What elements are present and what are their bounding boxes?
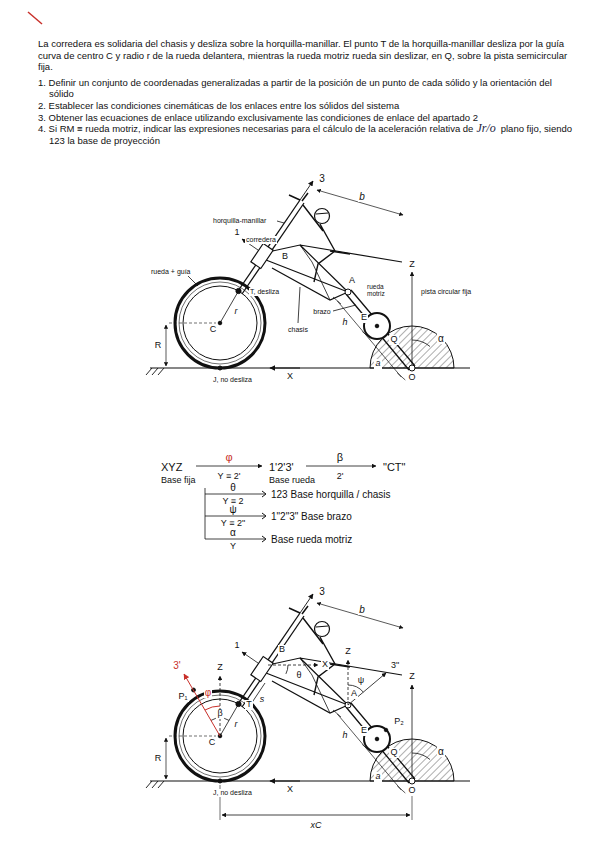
point-label: P₂ (393, 717, 405, 727)
question-item: 4. Si RM ≡ rueda motriz, indicar las exp… (38, 123, 578, 146)
dimension-label: a (374, 772, 381, 782)
angle-label: θ (229, 482, 237, 493)
dimension-label: h (341, 731, 348, 741)
angle-label: β (336, 451, 344, 463)
axis-label: 2' (336, 472, 345, 482)
point-label: E (360, 726, 368, 736)
base-label: 1'2'3' (268, 461, 295, 473)
dimension-label: b (358, 604, 366, 615)
point-label: J, no desliza (212, 376, 253, 384)
handwritten-note: Jr/o (476, 121, 495, 135)
angle-label: θ (295, 671, 302, 681)
point-label: J, no desliza (212, 789, 253, 797)
angle-label: φ (204, 687, 212, 698)
dimension-label: a (374, 359, 381, 369)
dimension-label: b (358, 191, 366, 202)
point-label: Q (389, 335, 398, 345)
point-label: A (348, 276, 356, 286)
dimension-label: r (234, 720, 239, 730)
point-label: C (209, 325, 218, 335)
base-label: "CT" (382, 461, 406, 473)
point-label: Q (389, 748, 398, 758)
angle-label: α (437, 333, 445, 344)
point-label: B (281, 252, 289, 262)
statement-paragraph: La corredera es solidaria del chasis y d… (38, 38, 578, 73)
angle-label: φ (224, 451, 233, 463)
part-label: horquilla-manillar (212, 217, 267, 225)
axis-label: 1 (233, 228, 240, 238)
point-label: B (278, 645, 286, 655)
dimension-label: s (259, 695, 266, 705)
axis-label: 1 (233, 641, 240, 651)
part-label: corredera (245, 236, 277, 244)
point-label: E (360, 313, 368, 323)
dimension-label: xC (310, 821, 323, 831)
dimension-label: R (154, 341, 163, 351)
base-label: Base rueda motriz (270, 534, 353, 545)
angle-label: α (437, 746, 445, 757)
axis-label: Z (408, 260, 416, 270)
point-label: A (350, 689, 358, 699)
base-label: Base fija (160, 476, 197, 486)
point-label: O (407, 786, 416, 796)
base-label: Base rueda (268, 476, 316, 486)
angle-label: ψ (357, 676, 365, 686)
part-label: pista circular fija (420, 288, 478, 296)
angle-label: β (216, 709, 223, 719)
axis-label: Z (344, 647, 352, 657)
angle-label: α (229, 527, 237, 538)
point-label: O (407, 373, 416, 383)
axis-label: Y (229, 542, 237, 552)
question-text: 4. Si RM ≡ rueda motriz, indicar las exp… (38, 123, 473, 134)
point-label: P₁ (177, 692, 188, 702)
base-label: 1"2"3" Base brazo (270, 511, 353, 522)
dimension-label: R (154, 754, 163, 764)
angle-label: ψ (228, 504, 237, 515)
axis-label: 3 (318, 173, 326, 184)
question-item: 3. Obtener las ecuaciones de enlace util… (38, 112, 578, 124)
point-label: C (208, 738, 217, 748)
axis-label: Z (216, 663, 224, 673)
question-item: 2. Establecer las condiciones cinemática… (38, 100, 578, 112)
point-label: T, desliza (249, 288, 280, 296)
dimension-label: h (341, 318, 348, 328)
axis-label: X (286, 785, 294, 795)
base-label: XYZ (160, 461, 183, 473)
part-label: rueda + guía (150, 268, 192, 276)
axis-label: Z (408, 672, 416, 682)
axis-label: X (286, 372, 294, 382)
part-label: rueda motriz (366, 283, 402, 297)
axis-label: 3" (390, 661, 400, 671)
axis-label: 3 (318, 586, 326, 597)
axis-label: Y ≡ 2' (217, 472, 242, 482)
part-label: chasis (287, 326, 309, 334)
axis-label: X (321, 660, 329, 670)
base-label: 123 Base horquilla / chasis (270, 489, 392, 500)
statement-text: La corredera es solidaria del chasis y d… (38, 38, 578, 146)
part-label: brazo (312, 308, 332, 316)
question-item: 1. Definir un conjunto de coordenadas ge… (38, 77, 578, 100)
dimension-label: r (234, 307, 239, 317)
axis-label: 3' (172, 660, 181, 671)
point-label: T (245, 700, 253, 710)
